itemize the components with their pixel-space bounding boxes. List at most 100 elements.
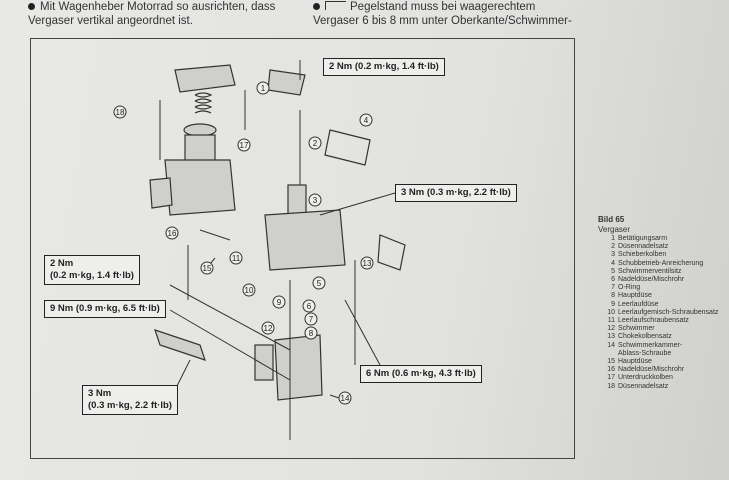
svg-text:11: 11: [232, 254, 241, 263]
legend-label: Schwimmerventilsitz: [618, 267, 682, 275]
legend-number: 13: [607, 333, 615, 341]
legend-number: 17: [607, 374, 615, 382]
torque-label: 6 Nm (0.6 m·kg, 4.3 ft·lb): [366, 368, 476, 379]
svg-text:17: 17: [240, 141, 249, 150]
callout-17: 17: [237, 138, 251, 152]
svg-text:2: 2: [313, 139, 318, 148]
callout-7: 7: [304, 312, 318, 326]
legend-number: 5: [611, 267, 615, 275]
legend-number: 4: [611, 259, 615, 267]
torque-label: 2 Nm: [50, 258, 74, 269]
legend-label: Düsennadelsatz: [618, 382, 669, 390]
callout-2: 2: [308, 136, 322, 150]
callout-1: 1: [256, 81, 270, 95]
callout-14: 14: [338, 391, 352, 405]
legend-number: 18: [607, 382, 615, 390]
torque-label: (0.3 m·kg, 2.2 ft·lb): [88, 400, 172, 411]
callout-15: 15: [200, 261, 214, 275]
enrichment-valve: [324, 129, 371, 166]
carburetor-body-right: [264, 209, 346, 271]
legend-label: Schubbetrieb-Anreicherung: [618, 259, 704, 267]
figure-subtitle: Vergaser: [598, 225, 631, 234]
legend-number: 10: [607, 308, 615, 316]
legend-number: 9: [611, 300, 615, 308]
spring: [194, 92, 213, 114]
torque-spec-bottom-left: 3 Nm(0.3 m·kg, 2.2 ft·lb): [82, 385, 178, 415]
legend-number: 16: [607, 366, 615, 374]
torque-spec-top: 2 Nm (0.2 m·kg, 1.4 ft·lb): [323, 58, 445, 76]
legend-label: Düsennadelsatz: [618, 243, 669, 251]
legend-label: Hauptdüse: [618, 292, 652, 300]
diagram-frame: [30, 38, 575, 459]
callout-3: 3: [308, 193, 322, 207]
torque-label: 3 Nm: [88, 388, 112, 399]
legend-label: Betätigungsarm: [618, 235, 668, 242]
throttle-piston: [287, 184, 307, 216]
callout-11: 11: [229, 251, 243, 265]
legend-label: Hauptdüse: [618, 358, 652, 366]
instruction-right: Pegelstand muss bei waagerechtem Vergase…: [313, 0, 573, 28]
bullet-icon: [313, 3, 320, 10]
legend-number: 12: [607, 325, 615, 333]
instruction-text: Pegelstand muss bei waagerechtem Vergase…: [313, 1, 572, 27]
inlet: [149, 177, 173, 209]
svg-text:6: 6: [307, 302, 312, 311]
legend-number: 14: [607, 341, 615, 349]
callout-5: 5: [312, 276, 326, 290]
legend-number: 15: [607, 358, 615, 366]
choke-lever: [377, 234, 406, 271]
carburetor-body-left: [164, 159, 236, 216]
torque-label: (0.2 m·kg, 1.4 ft·lb): [50, 270, 134, 281]
svg-text:15: 15: [203, 264, 212, 273]
legend-label: Leerlaufgemisch-Schraubensatz: [618, 308, 719, 316]
svg-text:10: 10: [245, 286, 254, 295]
instruction-text: Mit Wagenheber Motorrad so ausrichten, d…: [28, 1, 276, 27]
torque-label: 3 Nm (0.3 m·kg, 2.2 ft·lb): [401, 187, 511, 198]
svg-text:5: 5: [317, 279, 322, 288]
callout-8: 8: [304, 326, 318, 340]
legend-label: O-Ring: [618, 284, 641, 292]
callout-12: 12: [261, 321, 275, 335]
svg-text:12: 12: [264, 324, 273, 333]
svg-text:7: 7: [309, 315, 314, 324]
legend-label: Unterdruckkolben: [618, 374, 673, 382]
callout-9: 9: [272, 295, 286, 309]
callout-4: 4: [359, 113, 373, 127]
legend-number: 7: [611, 284, 615, 292]
legend-label: Leerlaufschraubensatz: [618, 317, 689, 325]
legend-label: Schieberkolben: [618, 251, 667, 259]
bullet-icon: [28, 3, 35, 10]
svg-text:8: 8: [309, 329, 314, 338]
torque-label: 9 Nm (0.9 m·kg, 6.5 ft·lb): [50, 303, 160, 314]
torque-spec-bottom-right: 6 Nm (0.6 m·kg, 4.3 ft·lb): [360, 365, 482, 383]
legend-label: Chokekolbensatz: [618, 333, 672, 341]
top-cap-right: [267, 69, 306, 96]
callout-6: 6: [302, 299, 316, 313]
svg-text:16: 16: [168, 229, 177, 238]
gasket-part: [154, 329, 206, 361]
top-cover: [174, 64, 236, 93]
torque-label: 2 Nm (0.2 m·kg, 1.4 ft·lb): [329, 61, 439, 72]
svg-text:18: 18: [116, 108, 125, 117]
torque-spec-right: 3 Nm (0.3 m·kg, 2.2 ft·lb): [395, 184, 517, 202]
level-symbol-icon: [325, 1, 346, 10]
svg-text:9: 9: [277, 298, 282, 307]
legend-number: 6: [611, 276, 615, 284]
